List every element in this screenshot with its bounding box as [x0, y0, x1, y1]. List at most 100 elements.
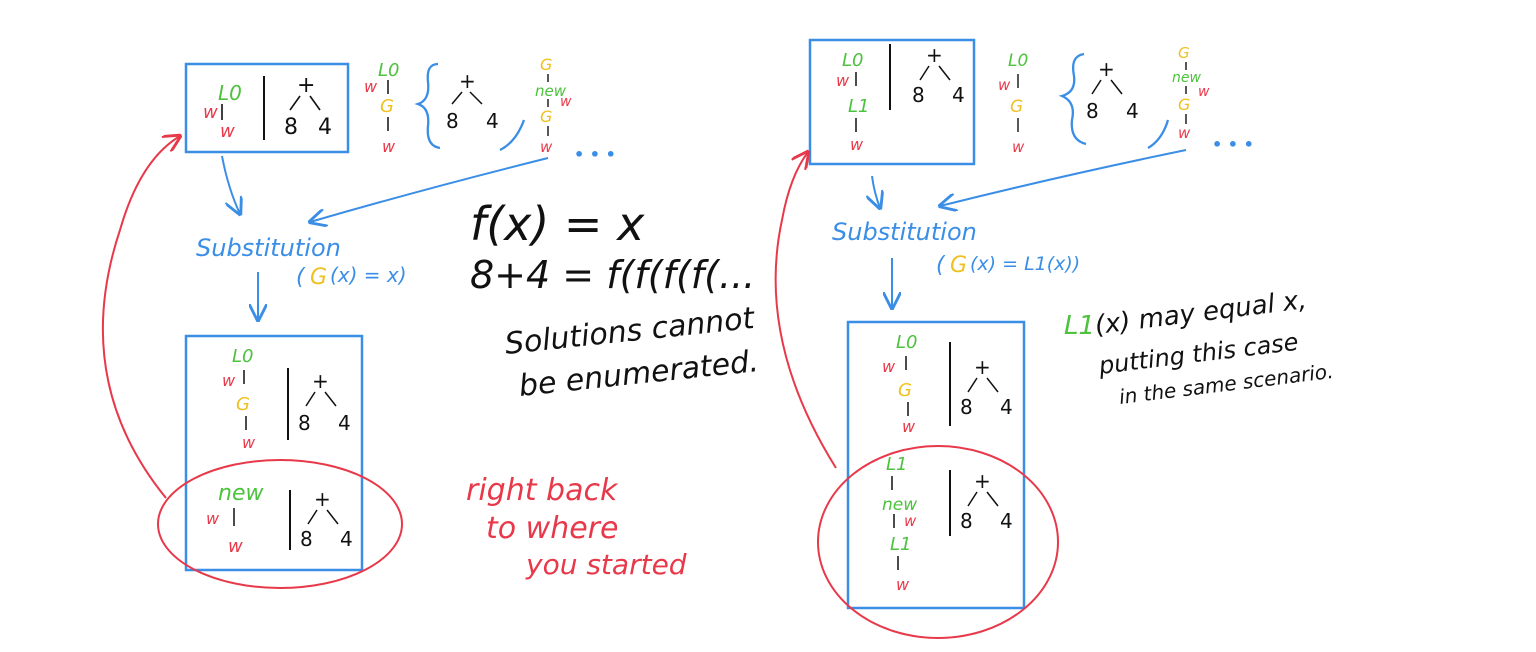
right-panel: L0 w L1 w + 8 4 L0 w G w + 8 4 G new w G… [774, 38, 1254, 639]
right-top-tree-r [938, 65, 951, 81]
left-bottom-plus2: + [314, 487, 331, 511]
left-substitution-G: G [310, 265, 327, 290]
right-substitution-eq: (x) = L1(x)) [970, 253, 1080, 275]
right-chain-w1: w [998, 76, 1011, 94]
left-brace-eight: 8 [446, 109, 459, 133]
right-top-L0: L0 [842, 50, 863, 71]
right-brace-four: 4 [1126, 99, 1139, 123]
right-brace-eight: 8 [1086, 99, 1099, 123]
right-top-box [808, 38, 976, 166]
right-bottom-four2: 4 [1000, 509, 1013, 533]
left-chain-w2: w [382, 137, 396, 156]
right-brace-tree-l [1091, 79, 1102, 95]
right-substitution-G: G [950, 253, 967, 278]
left-dots: • • • [574, 145, 616, 164]
left-red-arrow [101, 136, 180, 499]
right-bottom-new: new [882, 495, 917, 515]
left-panel: L0 w w + 8 4 L0 w G w + 8 4 G new w G w … [101, 55, 616, 589]
left-bottom-eight2: 8 [300, 527, 313, 551]
left-substitution-label: Substitution [196, 234, 341, 262]
right-red-loop [817, 445, 1059, 639]
left-chain2-G2: G [540, 107, 552, 126]
right-bottom-tree2-l [967, 491, 978, 507]
middle-eq2: 8+4 = f(f(f(f(... [470, 253, 755, 297]
right-bottom-L1a: L1 [886, 454, 907, 475]
right-bottom-plus1: + [974, 355, 991, 379]
left-chain-w1: w [364, 77, 378, 96]
right-bottom-tree1-r [986, 377, 999, 393]
left-bottom-w3: w [206, 509, 220, 528]
left-top-box [184, 62, 350, 154]
left-chain2-w: w [540, 138, 553, 156]
left-brace [414, 62, 441, 150]
right-chain2-wnew: w [1198, 84, 1210, 100]
right-bottom-L0: L0 [896, 332, 917, 353]
left-substitution-paren: ( [296, 265, 306, 290]
left-chain-G: G [380, 96, 394, 117]
right-top-plus: + [926, 43, 943, 67]
left-top-w2: w [220, 121, 235, 142]
right-chain2-new: new [1172, 70, 1201, 86]
left-red-loop [157, 459, 403, 589]
right-chain-L0: L0 [1008, 51, 1028, 71]
right-note: L1 (x) may equal x, putting this case in… [1064, 285, 1335, 409]
left-chain2-G1: G [540, 55, 552, 74]
right-chain2-G1: G [1178, 44, 1190, 62]
right-bottom-L1b: L1 [890, 534, 911, 555]
right-arrow-from-box [872, 175, 880, 208]
right-brace-plus: + [1098, 57, 1115, 81]
right-chain-G: G [1010, 97, 1023, 117]
right-bottom-tree2-r [986, 491, 999, 507]
left-bottom-tree2-l [307, 509, 318, 525]
right-chain2-G2: G [1178, 95, 1190, 114]
right-bottom-box [846, 320, 1026, 610]
right-substitution-paren: ( [936, 253, 946, 278]
right-bottom-w3: w [896, 575, 910, 594]
right-top-four: 4 [952, 83, 965, 107]
left-top-tree-r [309, 95, 321, 111]
red-note: right back to where you started [466, 473, 687, 581]
left-top-plus: + [297, 73, 315, 98]
left-top-L0: L0 [218, 81, 242, 105]
right-bottom-G: G [898, 380, 912, 401]
left-top-w1: w [203, 102, 218, 123]
left-brace-tree-l [451, 91, 463, 105]
left-bottom-eight1: 8 [298, 411, 311, 435]
left-bottom-w2: w [242, 433, 256, 452]
right-top-L1: L1 [848, 96, 869, 117]
red-note-line1: right back [466, 473, 619, 508]
left-bottom-new: new [218, 481, 264, 506]
right-note-L1: L1 [1064, 311, 1095, 341]
left-bottom-four1: 4 [338, 411, 351, 435]
left-brace-plus: + [459, 69, 476, 93]
left-bottom-tree2-r [326, 509, 339, 525]
right-bottom-w2: w [902, 417, 916, 436]
right-chain-w2: w [1012, 138, 1025, 156]
left-brace-tail [499, 119, 526, 152]
left-chain2-wnew: w [560, 94, 572, 110]
left-arrow-from-chain [310, 157, 549, 222]
left-bottom-box [184, 334, 364, 572]
middle-eq1: f(x) = x [470, 197, 645, 251]
right-substitution-label: Substitution [832, 218, 977, 246]
left-arrow-from-box [221, 155, 240, 214]
right-top-eight: 8 [912, 83, 925, 107]
left-substitution-eq: (x) = x) [330, 263, 407, 287]
left-bottom-w1: w [222, 371, 236, 390]
left-chain-L0: L0 [378, 60, 399, 81]
left-top-eight: 8 [284, 115, 298, 140]
right-bottom-wnew: w [904, 512, 917, 530]
right-brace-tree-r [1110, 79, 1123, 95]
right-top-w1: w [836, 71, 850, 90]
right-top-w2: w [850, 135, 864, 154]
right-bottom-eight1: 8 [960, 395, 973, 419]
right-bottom-w1: w [882, 357, 896, 376]
middle-notes: f(x) = x 8+4 = f(f(f(f(... Solutions can… [470, 197, 760, 404]
right-bottom-eight2: 8 [960, 509, 973, 533]
left-top-tree-l [289, 95, 301, 111]
red-note-line3: you started [525, 548, 687, 581]
left-top-four: 4 [318, 115, 332, 140]
right-top-tree-l [919, 65, 930, 81]
left-bottom-four2: 4 [340, 527, 353, 551]
